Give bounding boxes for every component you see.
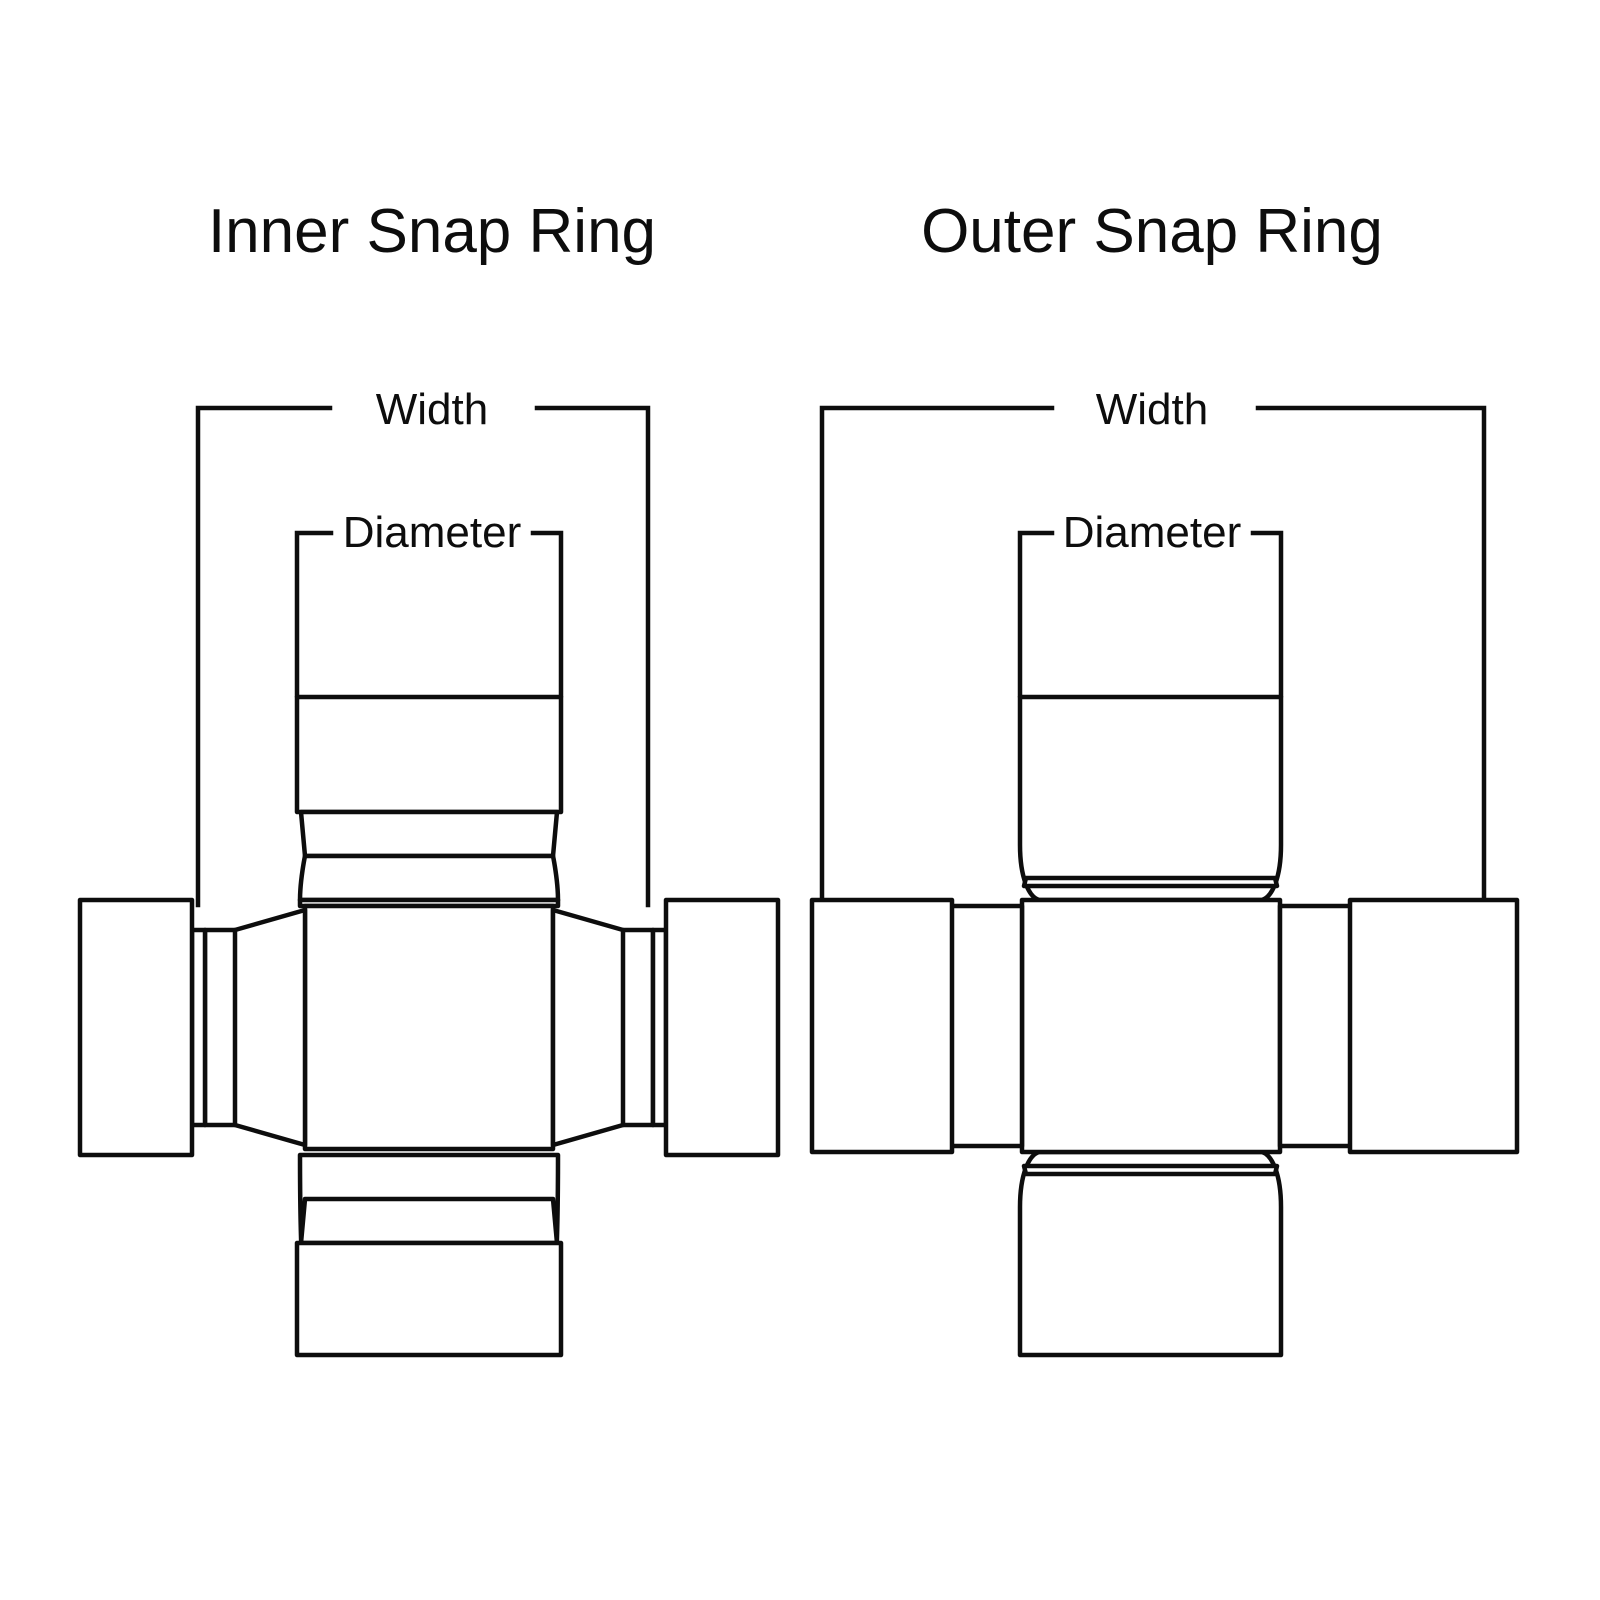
inner-top-cap bbox=[294, 694, 564, 903]
outer-bottom-cap bbox=[1017, 1149, 1284, 1358]
inner-left-arm bbox=[77, 897, 308, 1158]
inner-snap-ring-diagram: Inner Snap Ring Width Diameter bbox=[77, 197, 781, 1358]
outer-width-dimension: Width bbox=[819, 385, 1487, 908]
outer-diameter-dimension: Diameter bbox=[1017, 508, 1284, 698]
outer-width-label: Width bbox=[1096, 385, 1208, 434]
outer-top-cap bbox=[1017, 694, 1284, 903]
outer-diameter-label: Diameter bbox=[1063, 508, 1242, 557]
inner-snap-ring-title: Inner Snap Ring bbox=[208, 197, 656, 266]
outer-left-arm bbox=[809, 897, 1025, 1155]
outer-center-body bbox=[1019, 897, 1283, 1155]
outer-right-arm bbox=[1277, 897, 1520, 1155]
inner-diameter-label: Diameter bbox=[343, 508, 522, 557]
inner-width-dimension: Width bbox=[195, 385, 651, 908]
inner-right-arm bbox=[550, 897, 781, 1158]
outer-snap-ring-diagram: Outer Snap Ring Width Diameter bbox=[809, 197, 1520, 1358]
inner-width-label: Width bbox=[376, 385, 488, 434]
outer-snap-ring-title: Outer Snap Ring bbox=[921, 197, 1383, 266]
inner-diameter-dimension: Diameter bbox=[294, 508, 564, 698]
inner-center-body bbox=[302, 903, 556, 1152]
inner-bottom-cap bbox=[294, 1152, 564, 1358]
